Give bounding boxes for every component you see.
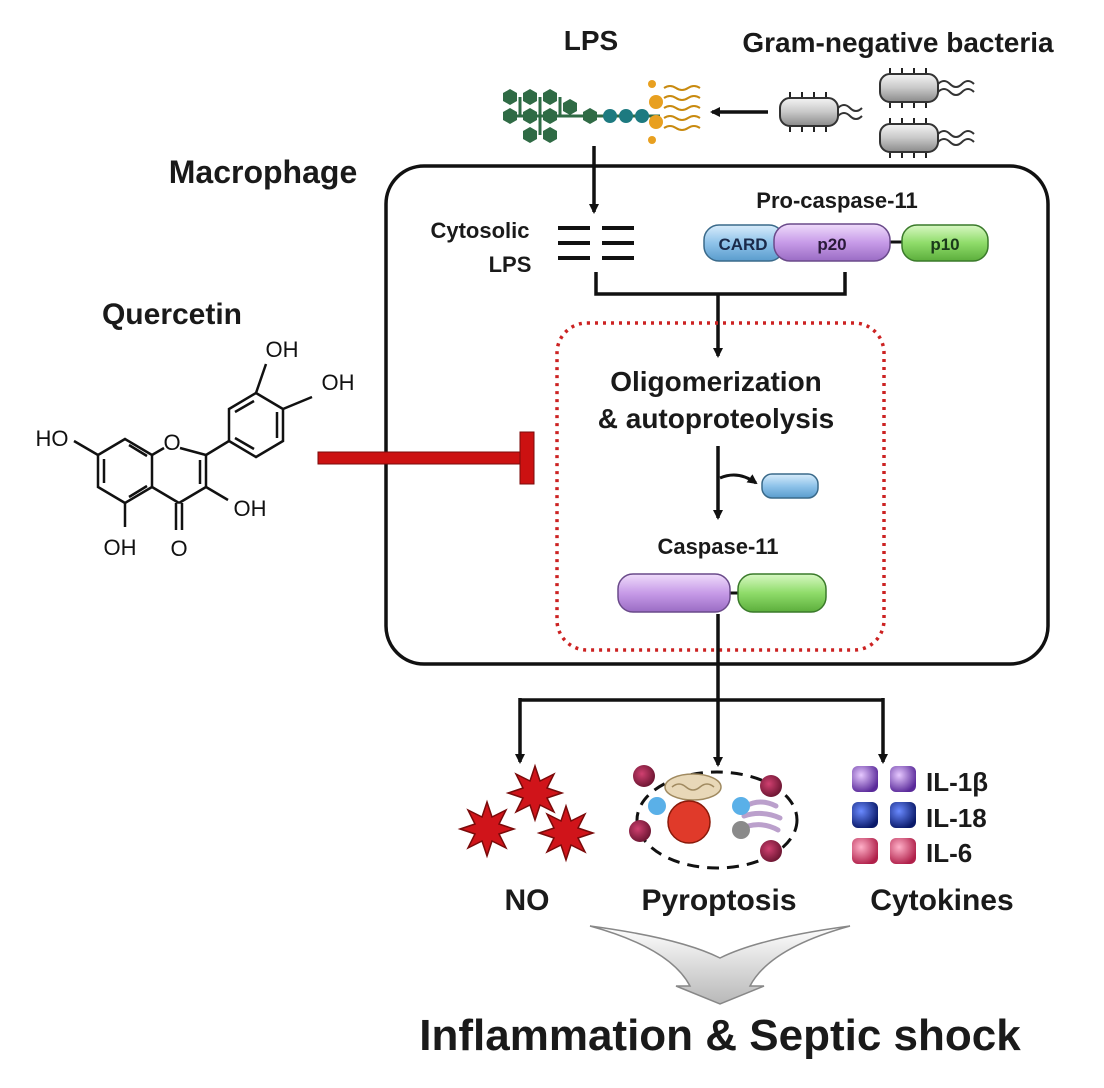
- no-label: NO: [505, 884, 550, 917]
- pro-caspase-11-label: Pro-caspase-11: [756, 188, 917, 213]
- cytokines-label: Cytokines: [870, 884, 1013, 917]
- pyroptotic-cell-icon: [629, 765, 799, 870]
- p10-domain: [901, 224, 989, 262]
- cytosolic-lps-label-line1: Cytosolic: [430, 218, 529, 243]
- pro-caspase-11-icon: CARD p20 p10: [703, 223, 989, 262]
- bacterium-icon: [879, 68, 975, 108]
- caspase-activation-compartment: [555, 321, 886, 652]
- p20-label: p20: [817, 235, 846, 254]
- caspase-11-label: Caspase-11: [657, 534, 778, 559]
- lps-label: LPS: [564, 25, 618, 56]
- quercetin-inhibition-icon: [317, 431, 535, 485]
- gram-negative-bacteria-label: Gram-negative bacteria: [742, 27, 1054, 58]
- p20-domain: [773, 223, 891, 262]
- macrophage-label: Macrophage: [169, 154, 357, 190]
- il-6-label: IL-6: [926, 838, 972, 868]
- bacterium-icon: [779, 92, 863, 132]
- quercetin-oh-c5: OH: [104, 535, 137, 560]
- quercetin-oh-c3: OH: [234, 496, 267, 521]
- oligomerization-label-line1: Oligomerization: [610, 366, 822, 397]
- cleaved-card-fragment: [761, 473, 819, 499]
- card-label: CARD: [718, 235, 767, 254]
- lps-molecule-icon: [503, 80, 701, 144]
- p10-label: p10: [930, 235, 959, 254]
- outcome-label: Inflammation & Septic shock: [419, 1011, 1021, 1060]
- nitric-oxide-icon: [457, 763, 596, 863]
- quercetin-oh-top: OH: [266, 337, 299, 362]
- cytosolic-lps-icon: [558, 226, 634, 260]
- quercetin-keto-oxygen: O: [170, 536, 187, 561]
- bacterium-icon: [879, 118, 975, 158]
- il-1b-label: IL-1β: [926, 767, 988, 797]
- caspase-11-icon: [617, 573, 827, 613]
- quercetin-ring-oxygen: O: [163, 430, 180, 455]
- cytokine-beads-icon: [852, 766, 916, 864]
- il-18-label: IL-18: [926, 803, 987, 833]
- quercetin-structure-icon: [73, 363, 313, 530]
- convergence-arrow: [589, 925, 851, 1005]
- pyroptosis-label: Pyroptosis: [641, 884, 796, 917]
- cytosolic-lps-label-line2: LPS: [489, 252, 532, 277]
- quercetin-ho-left: HO: [36, 426, 69, 451]
- oligomerization-label-line2: & autoproteolysis: [598, 403, 834, 434]
- quercetin-label: Quercetin: [102, 298, 242, 331]
- quercetin-oh-right: OH: [322, 370, 355, 395]
- activation-join-connector: [594, 272, 847, 296]
- card-release-arrow: [719, 473, 758, 485]
